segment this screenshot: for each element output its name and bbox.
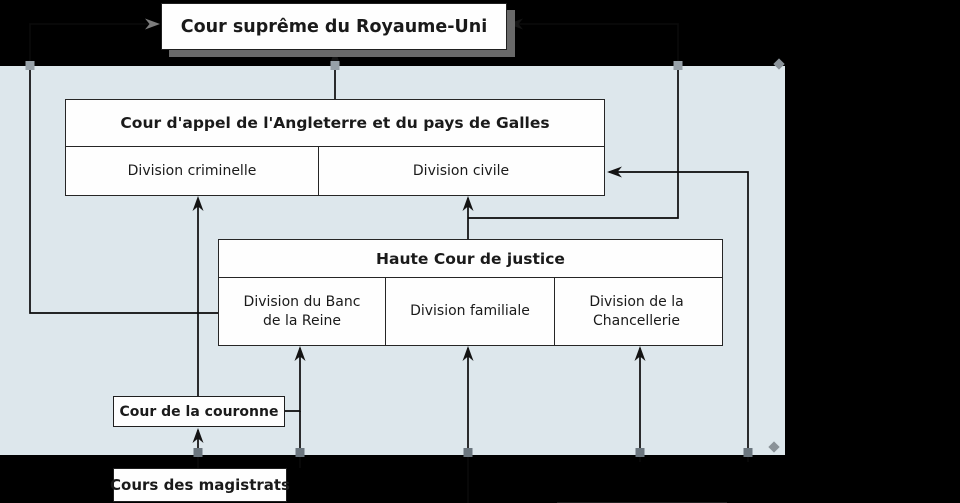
criminal-division-cell: Division criminelle [127, 162, 257, 179]
supreme-court-label: Cour suprême du Royaume-Uni [180, 16, 488, 37]
family-division-cell: Division familiale [385, 278, 554, 345]
civil-division-cell: Division civile [318, 147, 603, 195]
magistrates-courts-box: Cours des magistrats [110, 462, 293, 502]
queens-bench-division-cell: Division du Banc de la Reine [243, 293, 361, 329]
crown-court-box: Cour de la couronne [113, 396, 285, 427]
high-court-divisions: Division du Banc de la Reine Division fa… [219, 278, 722, 345]
chancery-division-cell: Division de la Chancellerie [554, 278, 718, 345]
crown-court-label: Cour de la couronne [119, 403, 279, 420]
court-of-appeal-divisions: Division criminelle Division civile [66, 147, 604, 195]
court-of-appeal-box: Cour d'appel de l'Angleterre et du pays … [65, 99, 605, 196]
magistrates-courts-label: Cours des magistrats [110, 476, 290, 494]
court-of-appeal-title: Cour d'appel de l'Angleterre et du pays … [66, 100, 604, 147]
supreme-court-box: Cour suprême du Royaume-Uni [161, 3, 507, 50]
high-court-box: Haute Cour de justice Division du Banc d… [218, 239, 723, 346]
high-court-title: Haute Cour de justice [219, 240, 722, 278]
